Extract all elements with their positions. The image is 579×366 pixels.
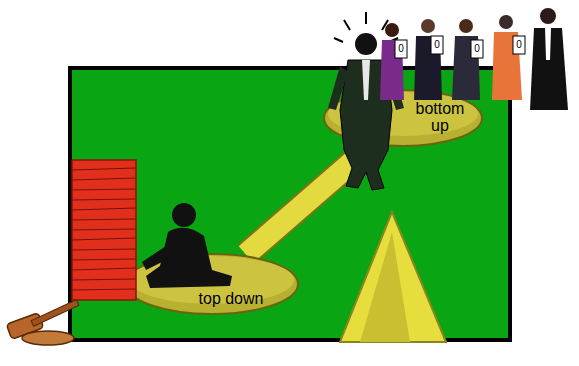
score-card-number: 0 — [513, 39, 525, 51]
judges-panel — [380, 8, 568, 110]
platform-label: top down — [176, 290, 286, 307]
paper-stack — [72, 160, 136, 300]
platform-label: bottom up — [410, 100, 470, 134]
seesaw-plank — [246, 146, 371, 255]
platform-disc — [322, 88, 484, 148]
plank-outline — [246, 146, 371, 255]
green-panel — [70, 68, 510, 340]
fulcrum — [340, 212, 446, 342]
fulcrum-shade — [360, 232, 410, 342]
score-card-number: 0 — [395, 43, 407, 55]
seated-person — [142, 203, 232, 288]
raised-person — [328, 12, 404, 190]
bottom-up-platform: bottom up — [322, 88, 484, 148]
score-card-number: 0 — [471, 43, 483, 55]
gavel — [6, 300, 79, 345]
top-down-platform: top down — [124, 252, 300, 316]
score-card-number: 0 — [431, 39, 443, 51]
plank-surface — [246, 146, 371, 255]
